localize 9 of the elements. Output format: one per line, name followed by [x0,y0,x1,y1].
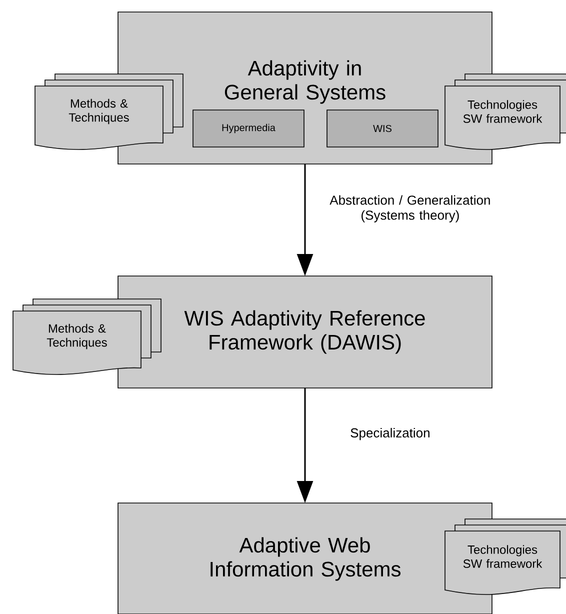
category-box: WIS [326,110,438,148]
edge-label: Abstraction / Generalization (Systems theory) [330,195,490,222]
document-stack: Methods & Techniques [34,74,184,150]
document-stack: Methods & Techniques [12,298,162,375]
document-stack: Technologies SW framework [444,74,566,150]
category-box: Hypermedia [192,110,304,148]
node-label: Adaptive Web Information Systems [210,537,401,581]
edge-label: Specialization [350,428,430,440]
document-stack: Technologies SW framework [444,518,566,595]
